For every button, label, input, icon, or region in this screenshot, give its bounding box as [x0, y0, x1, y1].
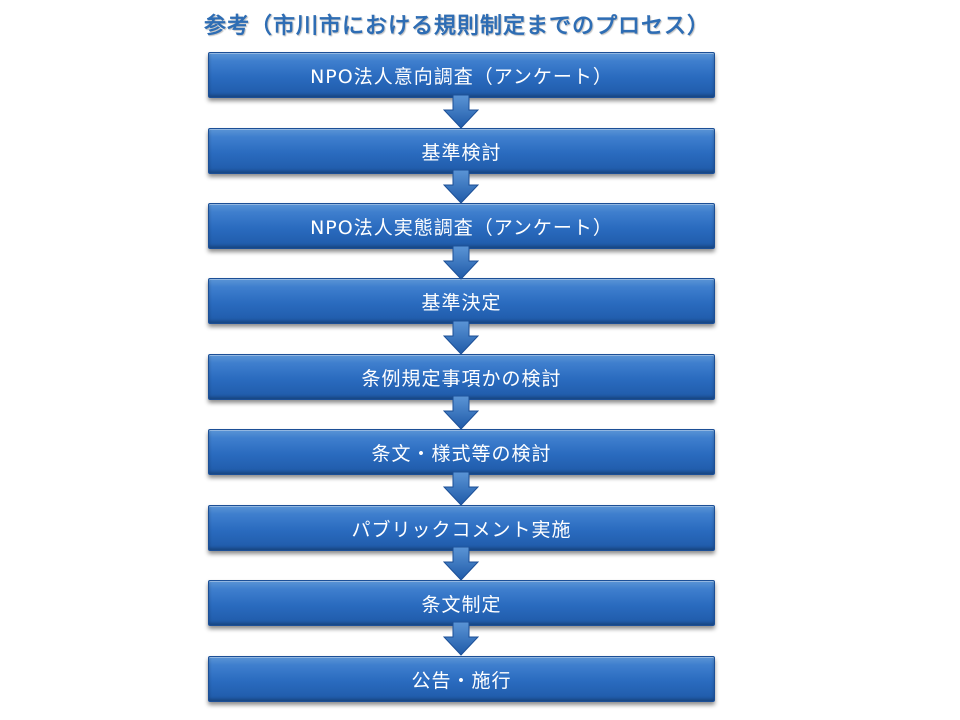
- down-arrow-icon: [443, 321, 479, 355]
- down-arrow-icon: [443, 95, 479, 129]
- step-box: 条文・様式等の検討: [208, 429, 715, 475]
- step-box: 公告・施行: [208, 656, 715, 702]
- step-box: パブリックコメント実施: [208, 505, 715, 551]
- down-arrow-icon: [443, 547, 479, 581]
- step-box: NPO法人意向調査（アンケート）: [208, 52, 715, 98]
- diagram-title: 参考（市川市における規則制定までのプロセス）: [204, 14, 711, 39]
- step-box: 条例規定事項かの検討: [208, 354, 715, 400]
- step-box: NPO法人実態調査（アンケート）: [208, 203, 715, 249]
- step-box: 基準決定: [208, 278, 715, 324]
- down-arrow-icon: [443, 472, 479, 506]
- step-box: 条文制定: [208, 580, 715, 626]
- down-arrow-icon: [443, 246, 479, 280]
- down-arrow-icon: [443, 396, 479, 430]
- down-arrow-icon: [443, 622, 479, 656]
- step-box: 基準検討: [208, 128, 715, 174]
- down-arrow-icon: [443, 170, 479, 204]
